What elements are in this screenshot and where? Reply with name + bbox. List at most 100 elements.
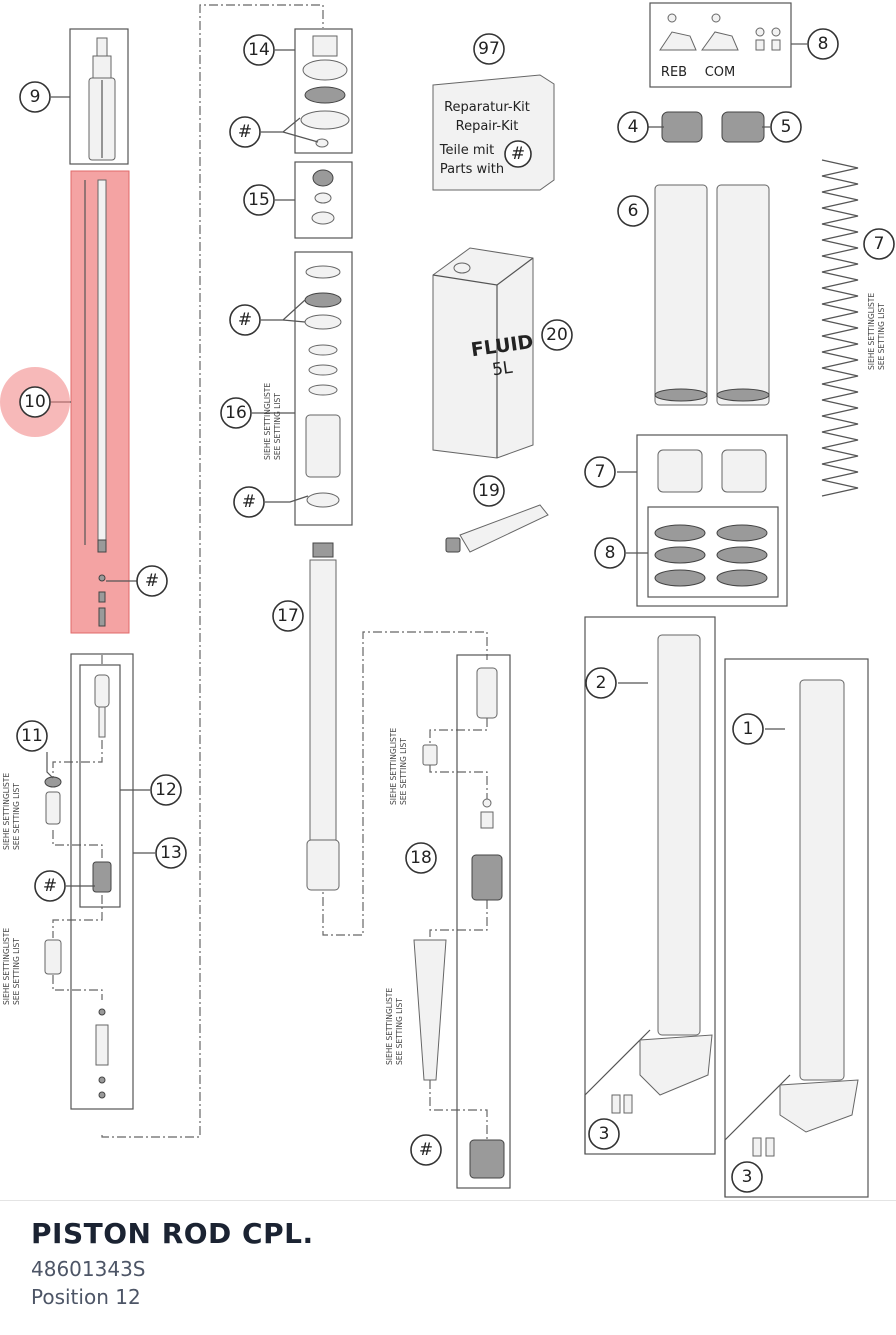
part-number: 48601343S: [31, 1257, 146, 1281]
callout-19[interactable]: 17: [272, 600, 304, 632]
svg-text:#: #: [242, 492, 256, 512]
repair-kit-line3: Teile mit: [439, 143, 494, 158]
setting-note-en: SEE SETTING LIST: [399, 738, 408, 805]
setting-note-de: SIEHE SETTINGLISTE: [385, 988, 394, 1065]
callout-hash-15[interactable]: #: [34, 870, 66, 902]
setting-note-de: SIEHE SETTINGLISTE: [2, 928, 11, 1005]
svg-text:5: 5: [781, 117, 792, 137]
svg-text:#: #: [43, 876, 57, 896]
callout-13[interactable]: 11: [16, 720, 48, 752]
grease-tube: [445, 504, 549, 553]
callout-10[interactable]: 8: [807, 28, 839, 60]
setting-note-en: SEE SETTING LIST: [12, 783, 21, 850]
part-12-highlight: [70, 170, 130, 634]
part-name: PISTON ROD CPL.: [31, 1217, 314, 1250]
callout-15[interactable]: 13: [155, 837, 187, 869]
setting-note-de: SIEHE SETTINGLISTE: [867, 293, 876, 370]
svg-text:6: 6: [628, 201, 639, 221]
svg-text:18: 18: [410, 848, 432, 868]
callout-3a[interactable]: 3: [588, 1118, 620, 1150]
callout-2[interactable]: 2: [585, 667, 617, 699]
callout-18[interactable]: 16: [220, 397, 252, 429]
part-9-illustration: [821, 159, 859, 497]
svg-text:4: 4: [628, 117, 639, 137]
setting-notes: SIEHE SETTINGLISTE SEE SETTING LIST SIEH…: [2, 293, 886, 1065]
part-19-illustration: [306, 542, 340, 891]
svg-text:#: #: [238, 122, 252, 142]
svg-text:19: 19: [478, 481, 500, 501]
svg-text:97: 97: [478, 39, 500, 59]
svg-text:20: 20: [546, 325, 568, 345]
svg-text:1: 1: [743, 719, 754, 739]
svg-text:14: 14: [248, 40, 270, 60]
callout-hash-18b[interactable]: #: [233, 486, 265, 518]
callout-4[interactable]: 4: [617, 111, 649, 143]
svg-text:8: 8: [605, 543, 616, 563]
part-info-panel: PISTON ROD CPL. 48601343S Position 12: [0, 1200, 896, 1335]
callout-7[interactable]: 677: [584, 456, 616, 488]
parts-13-15-illustration: [44, 674, 112, 1099]
callout-99[interactable]: 97: [473, 33, 505, 65]
repair-kit-line1: Reparatur-Kit: [444, 100, 530, 115]
setting-note-en: SEE SETTING LIST: [877, 303, 886, 370]
callout-12[interactable]: 10: [0, 367, 70, 437]
svg-text:7: 7: [595, 462, 606, 482]
parts-16-18-illustration: [300, 35, 350, 508]
callouts: 9 10 # 11 12 13 # 14 # 15 # 16 # 17 18 #…: [0, 28, 895, 1193]
callout-20[interactable]: 18: [405, 842, 437, 874]
callout-16[interactable]: 14: [243, 34, 275, 66]
callout-hash-16[interactable]: #: [229, 116, 261, 148]
svg-text:13: 13: [160, 843, 182, 863]
callout-hash-12[interactable]: #: [136, 565, 168, 597]
svg-text:3: 3: [742, 1167, 753, 1187]
svg-text:3: 3: [599, 1124, 610, 1144]
svg-text:12: 12: [155, 780, 177, 800]
svg-text:9: 9: [30, 87, 41, 107]
repair-kit-line2: Repair-Kit: [456, 119, 519, 134]
com-label: COM: [705, 65, 736, 80]
svg-text:11: 11: [21, 726, 43, 746]
callout-11[interactable]: 9: [19, 81, 51, 113]
callout-1[interactable]: 1: [732, 713, 764, 745]
svg-text:8: 8: [818, 34, 829, 54]
leader-lines: [46, 43, 807, 887]
svg-text:16: 16: [225, 403, 247, 423]
svg-text:#: #: [145, 571, 159, 591]
callout-98[interactable]: 20: [541, 319, 573, 351]
svg-text:2: 2: [596, 673, 607, 693]
part-20-illustration: [413, 667, 505, 1179]
callout-9[interactable]: 7: [863, 228, 895, 260]
group-boxes: [69, 2, 869, 1198]
fluid-can: FLUID 5L: [432, 247, 535, 459]
callout-5[interactable]: 5: [770, 111, 802, 143]
repair-kit-box: Reparatur-Kit Repair-Kit Teile mit Parts…: [432, 74, 555, 191]
parts-1-2-illustration: [611, 634, 859, 1157]
svg-text:10: 10: [24, 392, 46, 412]
exploded-parts-diagram: REB COM Reparatur-Kit: [0, 2, 895, 1198]
callout-hash-20[interactable]: #: [410, 1134, 442, 1166]
parts-4-6-illustration: [654, 111, 770, 406]
part-11-illustration: [88, 37, 116, 161]
svg-text:15: 15: [248, 190, 270, 210]
callout-17[interactable]: 15: [243, 184, 275, 216]
callout-97[interactable]: 19: [473, 475, 505, 507]
callout-3b[interactable]: 3: [731, 1161, 763, 1193]
parts-7-8-illustration: [654, 449, 768, 587]
repair-kit-marker: #: [511, 144, 525, 164]
setting-note-en: SEE SETTING LIST: [12, 938, 21, 1005]
setting-note-de: SIEHE SETTINGLISTE: [263, 383, 272, 460]
setting-note-de: SIEHE SETTINGLISTE: [389, 728, 398, 805]
svg-text:17: 17: [277, 606, 299, 626]
callout-6[interactable]: 6: [617, 195, 649, 227]
callout-14[interactable]: 12: [150, 774, 182, 806]
part-10-illustration: REB COM: [659, 13, 781, 80]
setting-note-de: SIEHE SETTINGLISTE: [2, 773, 11, 850]
part-position: Position 12: [31, 1285, 141, 1309]
svg-text:#: #: [238, 310, 252, 330]
setting-note-en: SEE SETTING LIST: [273, 393, 282, 460]
fluid-can-line2: 5L: [491, 358, 514, 381]
reb-label: REB: [661, 65, 687, 80]
callout-8[interactable]: 8: [594, 537, 626, 569]
callout-hash-18a[interactable]: #: [229, 304, 261, 336]
setting-note-en: SEE SETTING LIST: [395, 998, 404, 1065]
